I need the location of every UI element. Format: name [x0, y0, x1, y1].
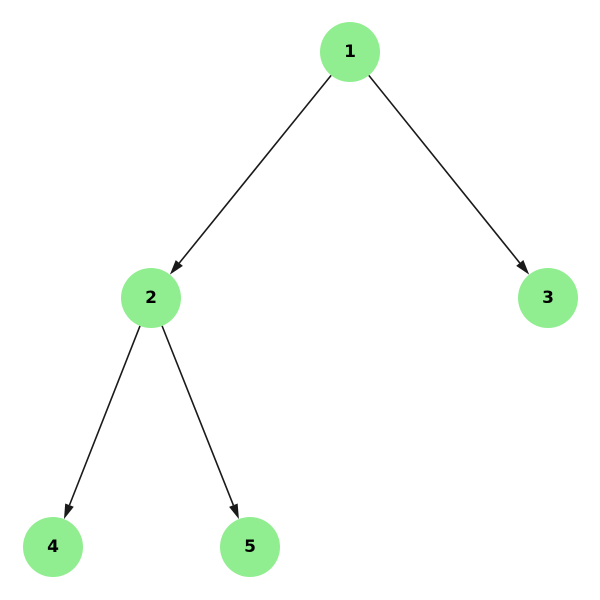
node-label: 4 [47, 537, 59, 557]
edge-line [368, 74, 521, 264]
node-circle[interactable] [220, 517, 280, 577]
node-label: 5 [244, 537, 256, 557]
graph-node[interactable]: 2 [121, 268, 181, 328]
graph-node[interactable]: 4 [23, 517, 83, 577]
node-label: 3 [542, 288, 554, 308]
graph-node[interactable]: 3 [518, 268, 578, 328]
node-circle[interactable] [121, 268, 181, 328]
node-label: 1 [344, 42, 356, 62]
edge-arrowhead-icon [229, 503, 239, 520]
edges-layer [63, 74, 530, 520]
graph-edge [63, 325, 141, 520]
graph-edge [169, 74, 332, 275]
edge-arrowhead-icon [63, 503, 74, 520]
edge-arrowhead-icon [169, 260, 183, 275]
edge-line [161, 325, 235, 506]
graph-edge [368, 74, 530, 275]
node-label: 2 [145, 288, 157, 308]
edge-line [68, 325, 141, 506]
graph-node[interactable]: 1 [320, 22, 380, 82]
nodes-layer: 1 2 3 4 5 [23, 22, 578, 577]
node-circle[interactable] [23, 517, 83, 577]
graph-node[interactable]: 5 [220, 517, 280, 577]
edge-line [178, 74, 332, 264]
node-circle[interactable] [320, 22, 380, 82]
node-circle[interactable] [518, 268, 578, 328]
graph-edge [161, 325, 239, 520]
edge-arrowhead-icon [516, 260, 530, 275]
